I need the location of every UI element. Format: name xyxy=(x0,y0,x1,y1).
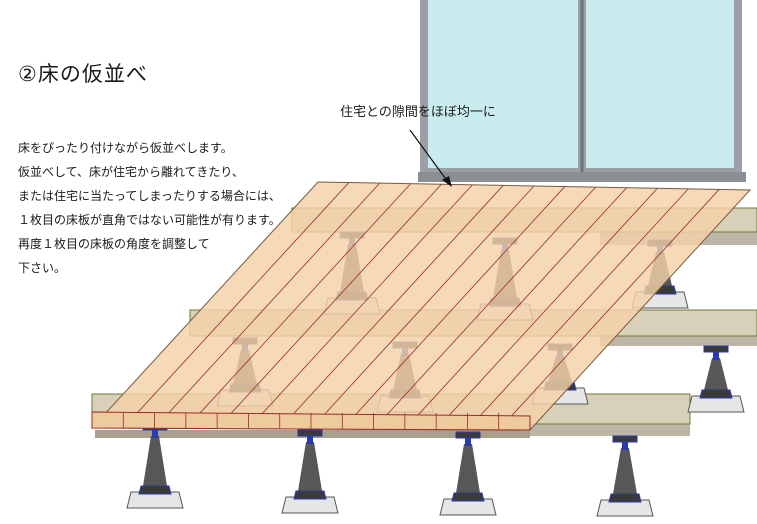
window-glass-right xyxy=(586,0,734,168)
post-base xyxy=(293,490,327,500)
front-edge-joints xyxy=(122,413,500,429)
deck-board-line xyxy=(467,188,689,430)
deck-surface xyxy=(90,181,752,431)
house-window xyxy=(418,0,746,182)
post-icon xyxy=(126,423,184,509)
post-base xyxy=(608,493,642,503)
post-icon xyxy=(687,345,745,413)
instruction-line: １枚目の床板が直角ではない可能性が有ります。 xyxy=(18,213,281,227)
deck-board-lines xyxy=(122,182,720,431)
deck-board-line xyxy=(185,183,411,429)
gap-annotation: 住宅との隙間をほぼ均一に xyxy=(340,105,496,120)
instruction-line: 床をぴったり付けながら仮並べします。 xyxy=(18,141,233,155)
post-icon xyxy=(439,431,497,516)
instruction-line: 下さい。 xyxy=(18,261,67,275)
post-column xyxy=(456,444,480,493)
deck-board-line xyxy=(122,182,350,429)
post-base xyxy=(138,485,172,495)
deck-board-line xyxy=(373,186,597,430)
deck-board-line xyxy=(216,184,442,429)
post-collar xyxy=(307,436,313,444)
window-sill xyxy=(418,172,746,182)
deck-board-line xyxy=(435,188,658,430)
deck-board-line xyxy=(341,186,566,430)
post-cap xyxy=(455,431,481,439)
post-collar xyxy=(622,442,628,450)
post-column xyxy=(143,436,167,486)
post-column xyxy=(704,358,728,390)
post-base xyxy=(699,389,733,399)
post-column xyxy=(613,448,637,494)
deck-board-line xyxy=(404,187,627,430)
window-glass-left xyxy=(428,0,578,168)
post-cap xyxy=(612,435,638,443)
post-collar xyxy=(152,430,158,438)
post-cap xyxy=(703,345,729,353)
deck-board-line xyxy=(248,184,473,429)
instruction-text: 床をぴったり付けながら仮並べします。 仮並べして、床が住宅から離れてきたり、 ま… xyxy=(18,136,281,280)
instruction-line: 再度１枚目の床板の角度を調整して xyxy=(18,237,210,251)
instruction-line: 仮並べして、床が住宅から離れてきたり、 xyxy=(18,165,244,179)
post-collar xyxy=(465,438,471,446)
post-base xyxy=(451,492,485,502)
post-icon xyxy=(281,429,339,514)
deck-board-line xyxy=(310,185,535,430)
post-column xyxy=(298,442,322,491)
post-collar xyxy=(713,352,719,360)
arrow-icon xyxy=(409,129,452,187)
post-cap xyxy=(297,429,323,437)
deck-board-line xyxy=(498,189,720,431)
post-icon xyxy=(596,435,654,517)
deck-board-line xyxy=(154,182,381,429)
instruction-line: または住宅に当たってしまったりする場合には、 xyxy=(18,189,281,203)
page-title: ②床の仮並べ xyxy=(18,62,148,86)
deck-board-line xyxy=(279,185,504,430)
